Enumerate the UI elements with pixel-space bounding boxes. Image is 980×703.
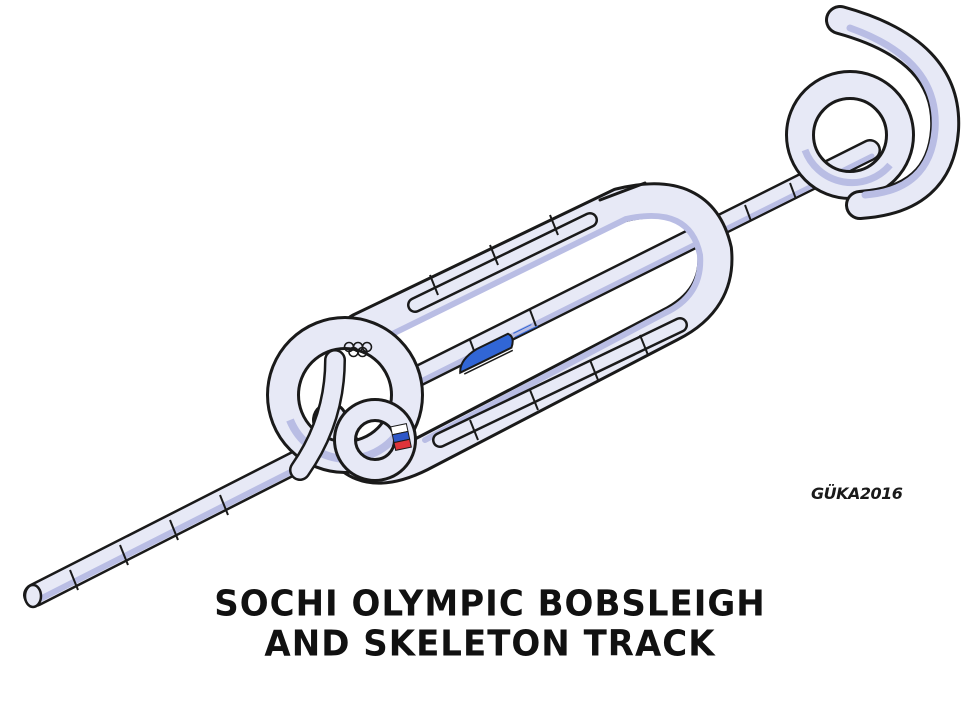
track-right-loop [785,70,915,200]
olympic-rings-icon [343,341,373,358]
artist-signature: GÜKA2016 [811,484,903,503]
track-exit-curve [825,5,961,220]
track-inner-rail [407,212,688,448]
bobsleigh-sled-icon [459,324,538,375]
track-crossing [289,349,346,481]
caption-line-1: SOCHI OLYMPIC BOBSLEIGH [214,583,766,625]
russian-flag-icon [390,423,412,451]
track-joint-marks [69,182,797,591]
track-straight-lower [23,433,342,609]
caption-line-2: AND SKELETON TRACK [264,623,716,665]
